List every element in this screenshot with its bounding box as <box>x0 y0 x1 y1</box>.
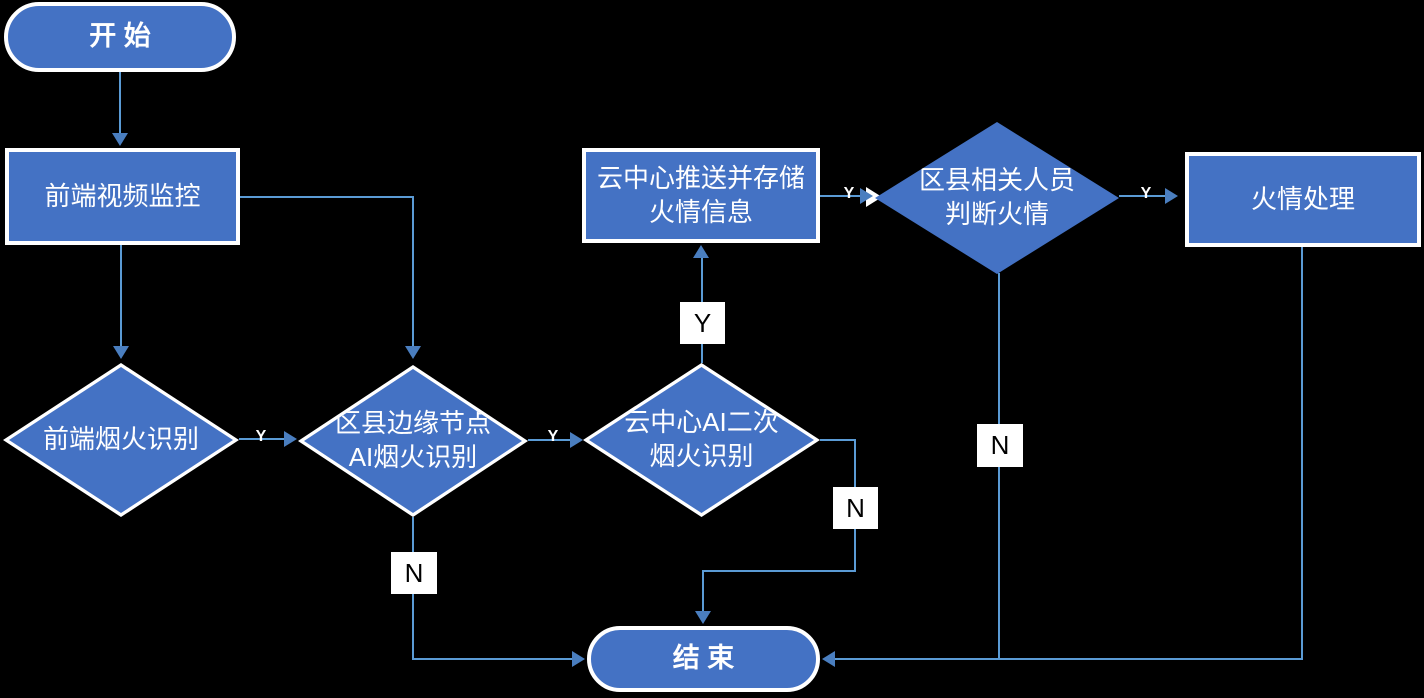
end-node: 结 束 <box>587 626 820 692</box>
county-judge-label: 区县相关人员 判断火情 <box>918 165 1075 229</box>
arrowhead-right <box>1165 188 1178 204</box>
edge-label-text: N <box>846 492 865 523</box>
arrowhead-down <box>113 346 129 359</box>
edge-push-to-judge <box>820 195 860 197</box>
arrowhead-left <box>822 651 835 667</box>
video-monitor-node: 前端视频监控 <box>5 148 240 245</box>
arrowhead-down <box>695 611 711 624</box>
end-node-label: 结 束 <box>672 643 735 674</box>
edge-label-y: Y <box>255 428 267 445</box>
edge-label-box-n: N <box>833 487 878 529</box>
edge-ai-detect-label: 区县边缘节点 AI烟火识别 <box>334 408 491 472</box>
front-smoke-detect-fill: 前端烟火识别 <box>9 367 233 513</box>
edge-label-text: Y <box>693 307 712 338</box>
video-monitor-label: 前端视频监控 <box>44 180 201 211</box>
edge-label-text: N <box>990 430 1010 460</box>
cloud-push-store-label: 云中心推送并存储 火情信息 <box>596 162 805 227</box>
county-judge-node: 区县相关人员 判断火情 <box>875 122 1119 274</box>
edge-ai-detect-node: 区县边缘节点 AI烟火识别 <box>298 365 528 517</box>
edge-video-to-edgeai-h <box>240 196 414 198</box>
edge-start-to-video <box>119 72 121 134</box>
arrowhead-down <box>405 346 421 359</box>
edge-label-y: Y <box>1140 185 1152 202</box>
edge-handle-to-end-v <box>1301 247 1303 659</box>
edge-video-to-frontdetect <box>120 245 122 346</box>
edge-cloudai-to-end-v2 <box>702 570 704 612</box>
arrowhead-right <box>284 431 297 447</box>
edge-label-text: N <box>404 557 424 588</box>
arrowhead-up <box>693 245 709 258</box>
edge-judge-to-handle <box>1119 195 1165 197</box>
edge-handle-to-end-h <box>835 658 1303 660</box>
cloud-ai-detect-node: 云中心AI二次 烟火识别 <box>583 363 820 517</box>
edge-video-to-edgeai-v <box>412 196 414 346</box>
arrowhead-right <box>572 651 585 667</box>
front-smoke-detect-label: 前端烟火识别 <box>42 424 199 455</box>
edge-label-box-n: N <box>391 552 437 594</box>
edge-ai-detect-fill: 区县边缘节点 AI烟火识别 <box>304 369 522 513</box>
edge-edgeai-to-cloudai <box>528 439 570 441</box>
edge-cloudai-to-end-h2 <box>702 570 856 572</box>
arrowhead-right <box>570 432 583 448</box>
edge-label-box-y: Y <box>680 302 725 344</box>
edge-cloudai-to-end-h1 <box>820 439 856 441</box>
edge-label-y: Y <box>547 428 559 445</box>
arrowhead-down <box>112 133 128 146</box>
front-smoke-detect-node: 前端烟火识别 <box>3 363 239 517</box>
cloud-ai-detect-label: 云中心AI二次 烟火识别 <box>624 407 779 471</box>
edge-label-y: Y <box>843 185 855 202</box>
start-node: 开 始 <box>4 2 236 72</box>
start-node-label: 开 始 <box>89 21 151 52</box>
fire-handle-node: 火情处理 <box>1185 152 1421 247</box>
edge-label-box-n: N <box>977 424 1023 467</box>
edge-edgeai-to-end-h <box>412 658 572 660</box>
cloud-push-store-node: 云中心推送并存储 火情信息 <box>582 148 820 243</box>
fire-handle-label: 火情处理 <box>1250 183 1355 214</box>
cloud-ai-detect-fill: 云中心AI二次 烟火识别 <box>589 367 814 513</box>
edge-frontdetect-to-edgeai <box>239 438 284 440</box>
arrowhead-right <box>860 188 873 204</box>
